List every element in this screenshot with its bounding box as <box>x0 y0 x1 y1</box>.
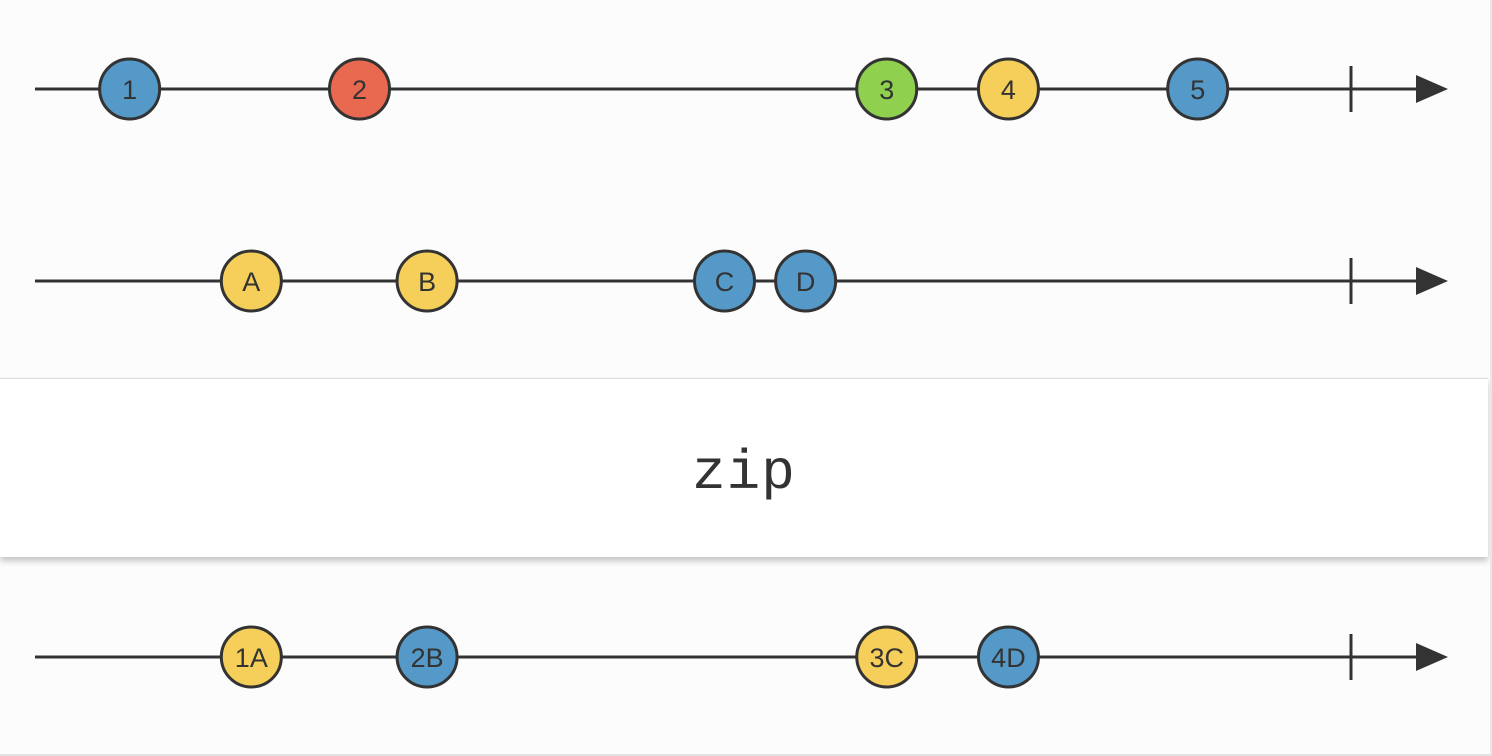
marble-label: 3C <box>870 643 905 673</box>
marble-circle <box>693 249 757 313</box>
arrow-head-icon <box>1416 267 1448 295</box>
right-border <box>1490 0 1492 756</box>
marble-circle <box>976 57 1040 121</box>
marble-circle <box>98 57 162 121</box>
bottom-border <box>0 754 1492 756</box>
marble-4D: 4D <box>976 625 1040 689</box>
marble-3C: 3C <box>855 625 919 689</box>
marble-label: 4D <box>991 643 1026 673</box>
marble-B: B <box>395 249 459 313</box>
marble-circle <box>855 57 919 121</box>
marble-circle <box>219 249 283 313</box>
timeline-output: 1A 2B 3C 4D <box>35 625 1448 689</box>
marble-circle <box>1166 57 1230 121</box>
marble-1: 1 <box>98 57 162 121</box>
marble-circle <box>395 625 459 689</box>
marble-circle <box>855 625 919 689</box>
timeline-source-1: 1 2 3 4 5 <box>35 57 1448 121</box>
marble-label: A <box>242 267 260 297</box>
marble-circle <box>774 249 838 313</box>
marble-3: 3 <box>855 57 919 121</box>
marble-label: 1A <box>235 643 268 673</box>
timeline-source-2: A B C D <box>35 249 1448 313</box>
marble-2: 2 <box>327 57 391 121</box>
marble-label: 1 <box>122 75 137 105</box>
arrow-head-icon <box>1416 75 1448 103</box>
marble-circle <box>327 57 391 121</box>
operator-label: zip <box>692 441 796 505</box>
marble-circle <box>395 249 459 313</box>
marble-4: 4 <box>976 57 1040 121</box>
marble-label: 5 <box>1190 75 1205 105</box>
marble-label: D <box>796 267 816 297</box>
marble-circle <box>976 625 1040 689</box>
marble-label: 4 <box>1001 75 1016 105</box>
marble-A: A <box>219 249 283 313</box>
marble-label: C <box>715 267 735 297</box>
operator-box: zip <box>0 378 1488 557</box>
marble-label: B <box>418 267 436 297</box>
marble-label: 2 <box>352 75 367 105</box>
marble-D: D <box>774 249 838 313</box>
marble-label: 3 <box>879 75 894 105</box>
marble-label: 2B <box>411 643 444 673</box>
marble-2B: 2B <box>395 625 459 689</box>
marble-5: 5 <box>1166 57 1230 121</box>
arrow-head-icon <box>1416 643 1448 671</box>
marble-circle <box>219 625 283 689</box>
marble-C: C <box>693 249 757 313</box>
marble-1A: 1A <box>219 625 283 689</box>
